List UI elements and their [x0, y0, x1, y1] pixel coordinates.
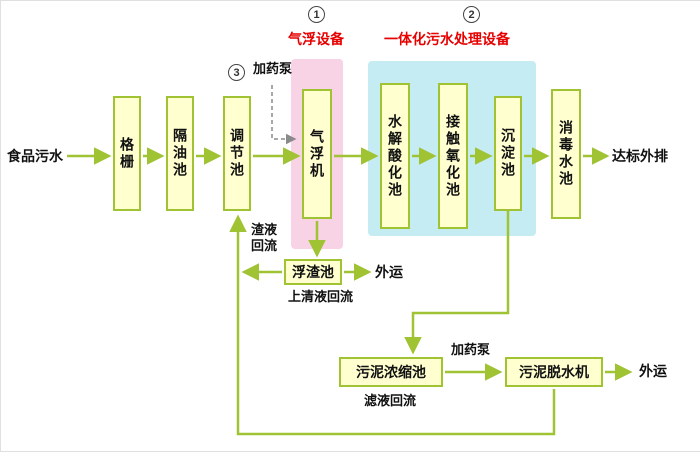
box-hydrolysis-acidification: 水解酸化池	[380, 83, 410, 229]
slag-reflux-label: 渣液回流	[251, 222, 278, 254]
outbound-bottom-label: 外运	[639, 363, 667, 379]
outbound-top-label: 外运	[375, 264, 403, 280]
box-contact-oxidation: 接触氧化池	[438, 83, 468, 229]
arrow-dosing-pump-to-flotation	[271, 85, 297, 145]
box-grid: 格栅	[113, 96, 141, 211]
supernatant-reflux-label: 上清液回流	[288, 289, 354, 304]
circled-number-1-text: 1	[313, 8, 320, 21]
source-label: 食品污水	[7, 148, 63, 164]
box-sludge-thickening: 污泥浓缩池	[339, 357, 443, 387]
box-sedimentation-tank: 沉淀池	[494, 96, 522, 211]
box-sludge-dewatering: 污泥脱水机	[505, 357, 603, 387]
dosing-pump-top-label: 加药泵	[253, 61, 293, 76]
circled-number-3-text: 3	[233, 66, 240, 79]
box-regulating-tank: 调节池	[223, 96, 251, 211]
box-scum-tank: 浮渣池	[284, 259, 342, 285]
circled-number-1: 1	[308, 6, 325, 23]
flotation-equipment-title: 气浮设备	[288, 31, 344, 47]
arrow-filtrate-return-to-regulating	[229, 214, 556, 436]
box-disinfection-tank: 消毒水池	[551, 89, 581, 219]
dosing-pump-bottom-label: 加药泵	[451, 342, 491, 357]
box-oil-separator: 隔油池	[166, 96, 194, 211]
circled-number-2-text: 2	[468, 8, 475, 21]
box-air-flotation: 气浮机	[302, 89, 332, 219]
circled-number-3: 3	[228, 64, 245, 81]
circled-number-2: 2	[463, 6, 480, 23]
discharge-label: 达标外排	[612, 148, 668, 164]
arrow-sedimentation-to-thickening	[404, 211, 510, 355]
integrated-equipment-title: 一体化污水处理设备	[384, 31, 510, 47]
filtrate-reflux-label: 滤液回流	[364, 393, 417, 408]
